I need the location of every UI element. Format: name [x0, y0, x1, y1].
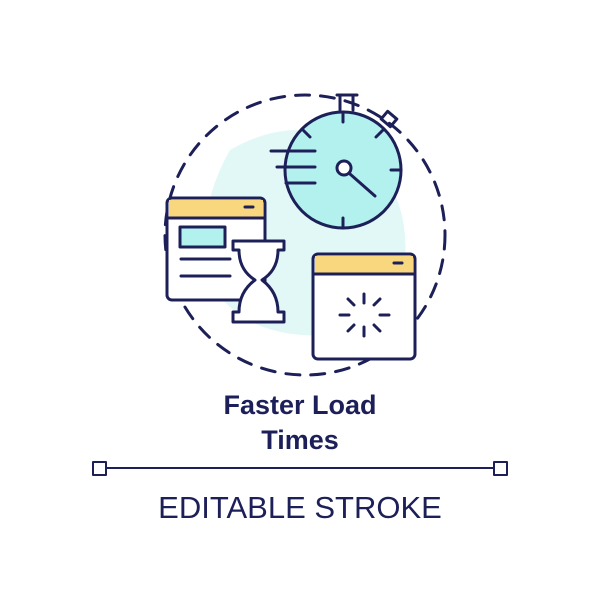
- title-line-1: Faster Load: [223, 390, 377, 420]
- dashed-circle: [163, 93, 447, 377]
- browser-window-icon: [165, 196, 267, 302]
- loading-spinner-icon: [338, 292, 391, 338]
- title-line-2: Times: [261, 425, 339, 455]
- stopwatch-icon: [269, 93, 403, 230]
- subtitle: EDITABLE STROKE: [158, 490, 442, 525]
- hourglass-icon: [231, 239, 286, 324]
- loading-window-icon: [311, 252, 417, 361]
- editable-stroke-line: [92, 461, 508, 476]
